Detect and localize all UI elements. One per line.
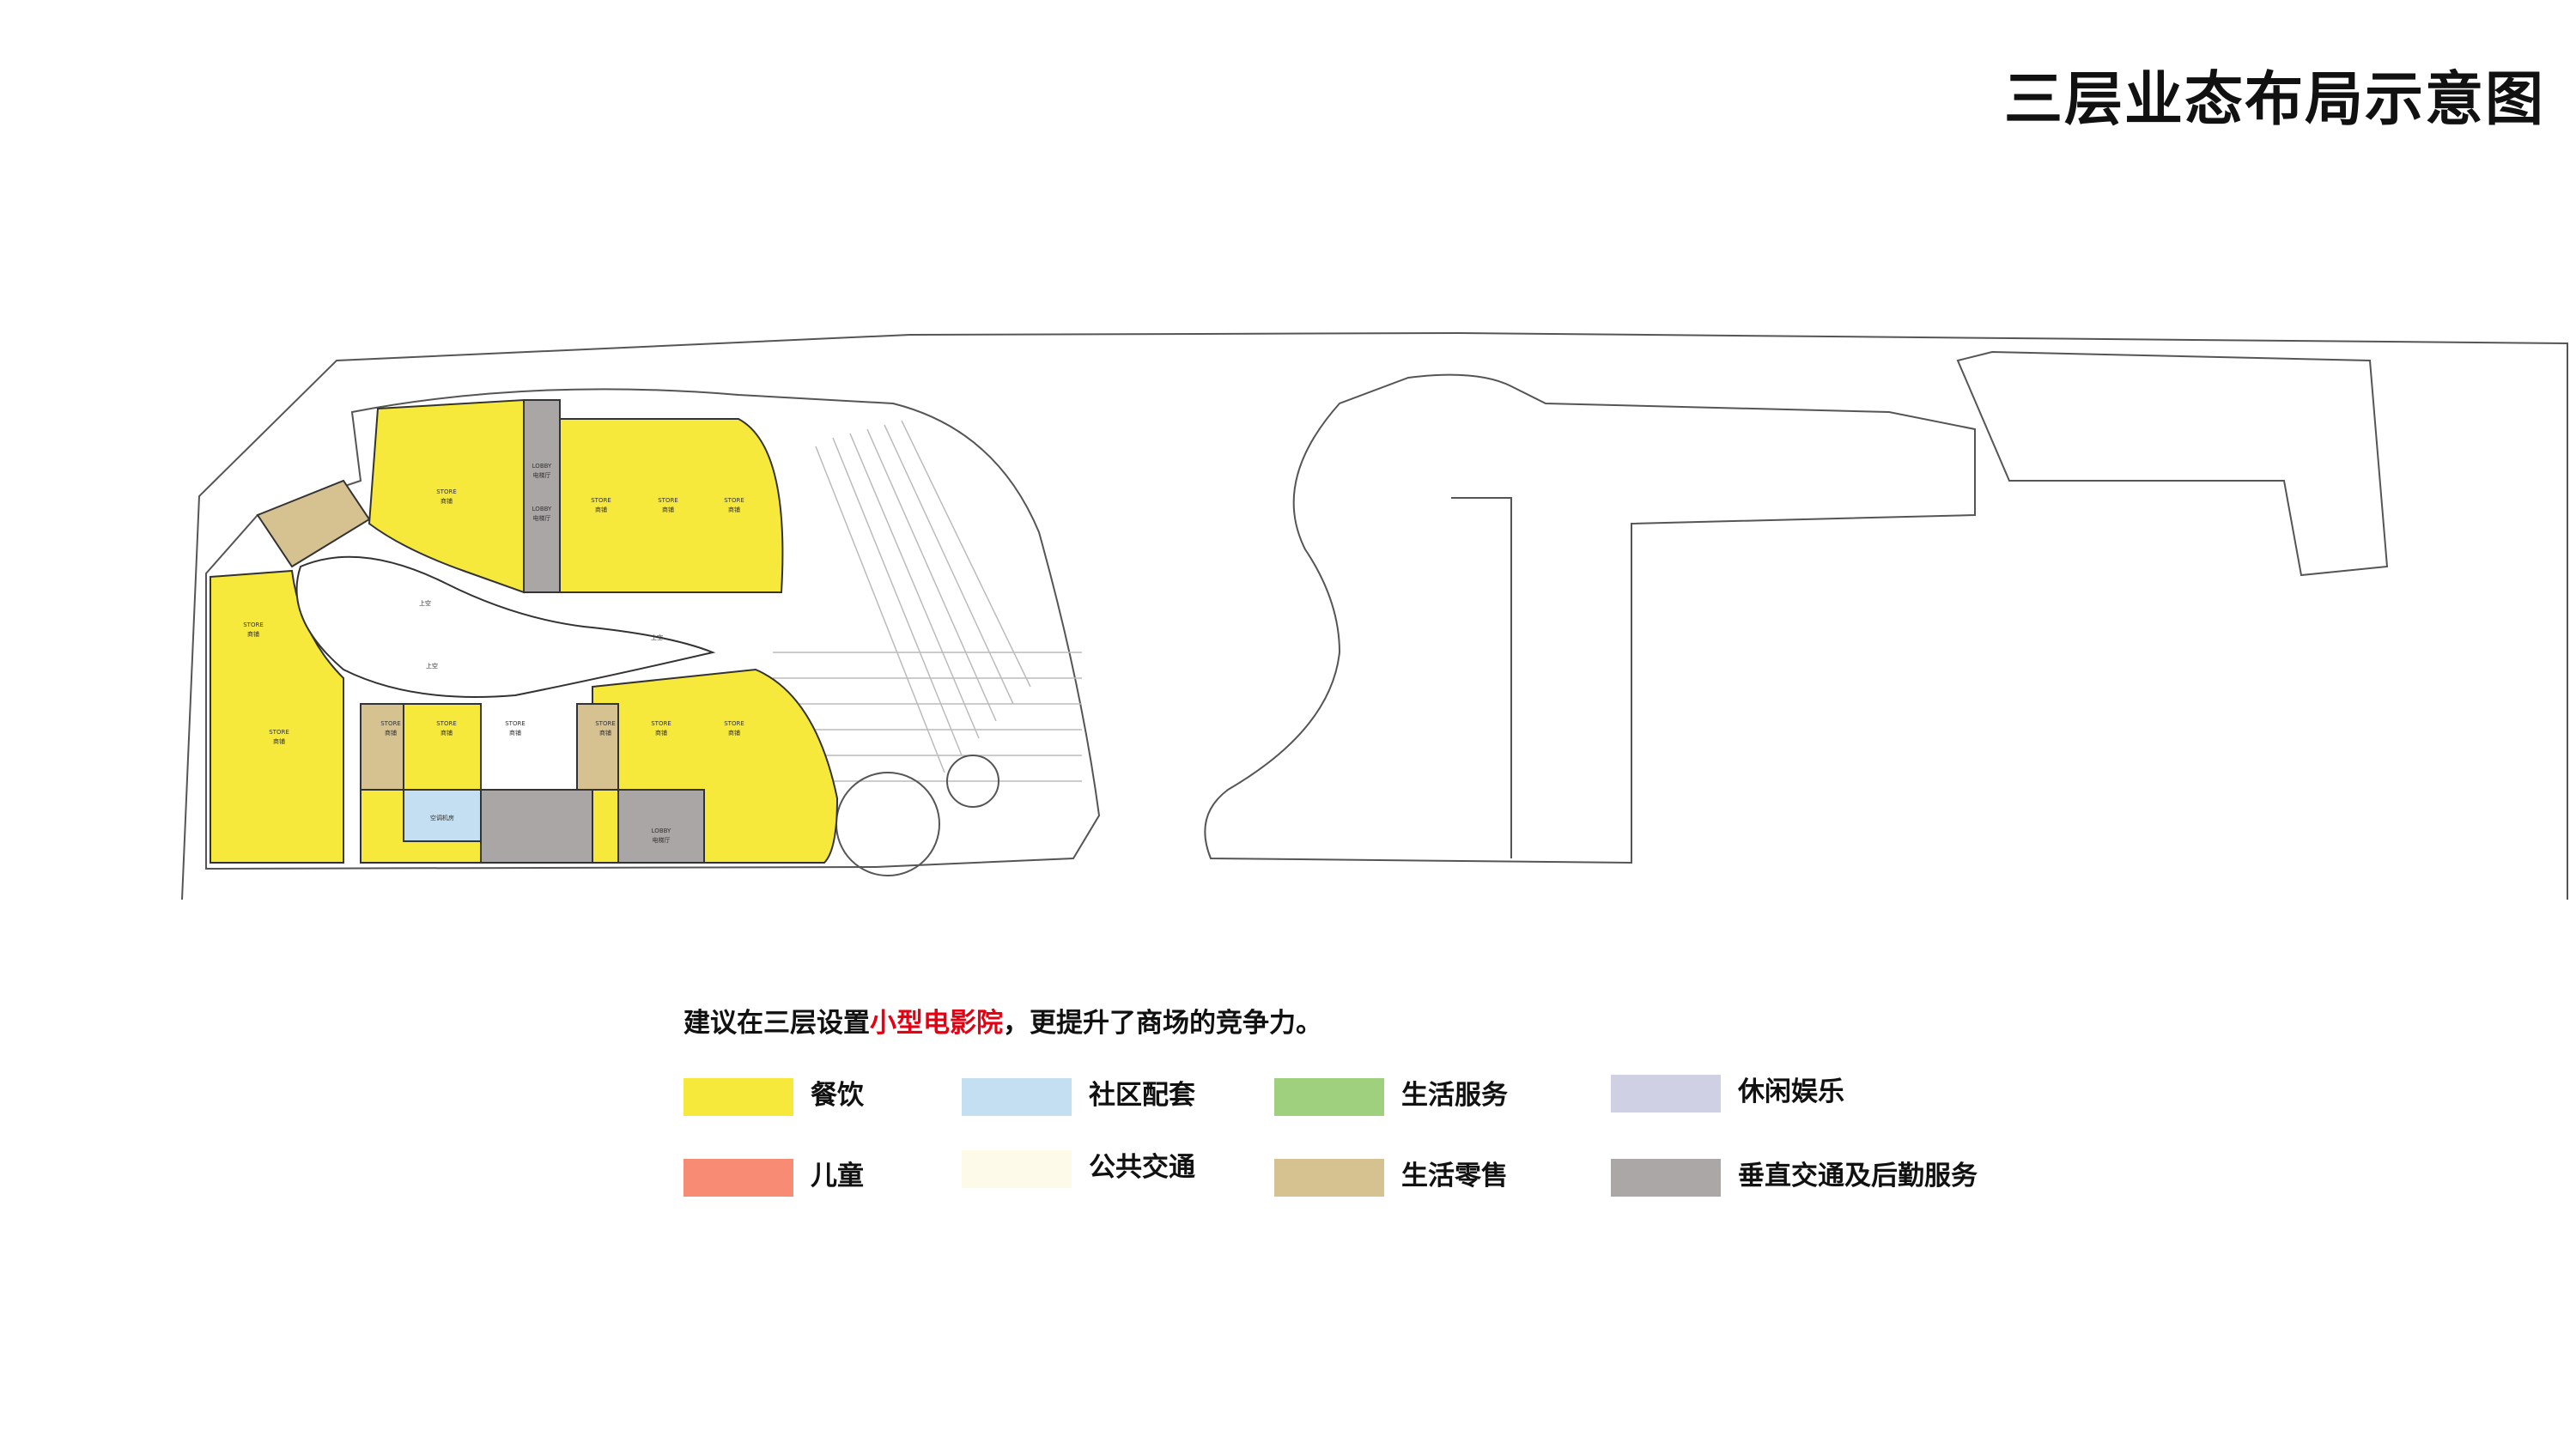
atrium-void [295, 555, 716, 698]
legend-item-dining: 餐饮 [683, 1078, 864, 1116]
store-sub: 商铺 [728, 729, 740, 737]
note-highlight: 小型电影院 [870, 1008, 1003, 1039]
legend-label: 休闲娱乐 [1738, 1076, 1844, 1107]
store-label: STORE [436, 720, 457, 727]
store-labels: STORE STORE STORE STORE STORE STORE STOR… [243, 463, 744, 844]
parking-bay [1451, 497, 1512, 858]
legend-swatch [1274, 1159, 1384, 1197]
lobby-label: LOBBY [532, 506, 552, 512]
store-sub: 商铺 [440, 497, 453, 505]
void-label: 上空 [419, 599, 431, 607]
parking-outline [1204, 373, 1976, 864]
lobby-sub: 电梯厅 [653, 836, 671, 844]
service-block [480, 789, 593, 864]
service-block [523, 399, 561, 593]
parking-outline-2 [1956, 350, 2389, 577]
legend-swatch [962, 1150, 1072, 1188]
mall-outline [205, 388, 1101, 870]
legend-item-life-service: 生活服务 [1274, 1078, 1508, 1116]
store-sub: 商铺 [509, 729, 521, 737]
store-sub: 商铺 [247, 630, 259, 638]
store-label: STORE [269, 729, 289, 736]
legend-item-vertical-transport: 垂直交通及后勤服务 [1611, 1159, 1987, 1197]
store-label: STORE [724, 720, 744, 727]
service-block [617, 789, 705, 864]
lobby-label: LOBBY [532, 463, 552, 470]
community-block [403, 789, 482, 842]
store-label: STORE [243, 621, 264, 628]
recommendation-note: 建议在三层设置小型电影院，更提升了商场的竞争力。 [683, 1001, 1322, 1040]
retail-block [256, 479, 371, 568]
store-sub: 商铺 [440, 729, 453, 737]
note-prefix: 建议在三层设置 [683, 1008, 870, 1039]
store-label: STORE [505, 720, 526, 727]
legend-item-leisure: 休闲娱乐 [1611, 1075, 1844, 1113]
page-title: 三层业态布局示意图 [2003, 66, 2545, 134]
aircon-label: 空调机房 [430, 814, 454, 822]
legend-label: 生活零售 [1401, 1161, 1508, 1191]
legend-swatch [683, 1078, 793, 1116]
store-label: STORE [591, 497, 611, 504]
store-label: STORE [724, 497, 744, 504]
site-boundary [181, 331, 2568, 900]
service-blocks [480, 399, 705, 864]
store-label: STORE [658, 497, 678, 504]
legend-item-retail: 生活零售 [1274, 1159, 1508, 1197]
plaza-hatch [773, 420, 1082, 782]
legend-swatch [1611, 1159, 1721, 1197]
void-label: 上空 [426, 662, 438, 670]
legend-swatch [962, 1078, 1072, 1116]
lobby-sub: 电梯厅 [533, 514, 551, 522]
store-sub: 商铺 [273, 737, 285, 745]
legend-swatch [683, 1159, 793, 1197]
plaza-stair [946, 755, 999, 808]
lobby-label: LOBBY [652, 828, 671, 834]
store-label: STORE [651, 720, 671, 727]
legend-label: 公共交通 [1089, 1152, 1195, 1183]
legend-label: 儿童 [811, 1161, 864, 1191]
legend-swatch [1611, 1075, 1721, 1113]
legend-label: 社区配套 [1089, 1080, 1195, 1111]
store-block [368, 398, 525, 594]
note-suffix: ，更提升了商场的竞争力。 [1003, 1008, 1322, 1039]
store-sub: 商铺 [595, 506, 607, 513]
store-label: STORE [595, 720, 616, 727]
store-label: STORE [380, 720, 401, 727]
legend-swatch [1274, 1078, 1384, 1116]
legend-item-children: 儿童 [683, 1159, 864, 1197]
store-sub: 商铺 [599, 729, 611, 737]
legend-label: 垂直交通及后勤服务 [1738, 1161, 1978, 1191]
legend-label: 生活服务 [1401, 1080, 1508, 1111]
store-sub: 商铺 [655, 729, 667, 737]
store-sub: 商铺 [662, 506, 674, 513]
legend-label: 餐饮 [811, 1080, 864, 1111]
legend-item-community: 社区配套 [962, 1078, 1195, 1116]
retail-block [360, 703, 404, 791]
store-label: STORE [436, 488, 457, 495]
store-sub: 商铺 [728, 506, 740, 513]
lobby-sub: 电梯厅 [533, 471, 551, 479]
void-label: 上空 [651, 634, 663, 641]
legend-item-public-transit: 公共交通 [962, 1150, 1195, 1188]
store-block [559, 418, 784, 593]
retail-blocks [256, 479, 619, 791]
plaza-circle [835, 772, 940, 876]
retail-block [576, 703, 619, 791]
store-sub: 商铺 [385, 729, 397, 737]
